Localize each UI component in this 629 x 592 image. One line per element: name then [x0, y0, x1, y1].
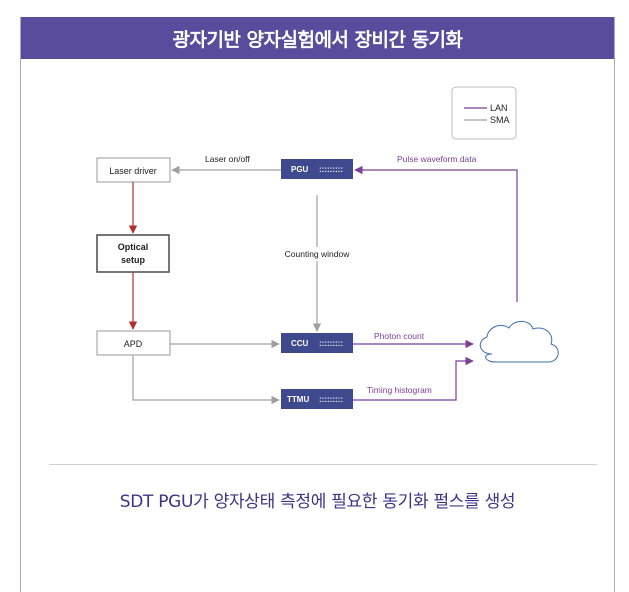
- edge-pulse-waveform: [354, 165, 518, 302]
- legend-sma-label: SMA: [490, 115, 510, 125]
- pgu-device: PGU :::::::::: [281, 159, 353, 179]
- ttmu-device: TTMU :::::::::: [281, 389, 353, 409]
- edge-label-laser-on-off: Laser on/off: [205, 154, 250, 164]
- legend-lan-label: LAN: [490, 103, 508, 113]
- panel: 광자기반 양자실험에서 장비간 동기화 LAN SMA Laser driver: [20, 17, 615, 592]
- optical-setup-node: Optical setup: [96, 234, 170, 273]
- edge-timing-histogram: [353, 356, 474, 401]
- pgu-label: PGU: [291, 165, 309, 174]
- sync-diagram: LAN SMA Laser driver Optical setup APD P…: [96, 86, 559, 409]
- laser-driver-node: Laser driver: [96, 157, 171, 183]
- ccu-device: CCU :::::::::: [281, 333, 353, 353]
- edge-apd-to-ttmu: [132, 355, 280, 405]
- apd-label: APD: [124, 339, 143, 349]
- edge-label-photon-count: Photon count: [374, 331, 425, 341]
- legend: LAN SMA: [451, 86, 517, 140]
- ccu-port-dots: :::::::::: [319, 339, 343, 348]
- caption: SDT PGU가 양자상태 측정에 필요한 동기화 펄스를 생성: [119, 492, 516, 512]
- edge-label-counting-window: Counting window: [285, 249, 351, 259]
- network-cloud-icon: [479, 320, 559, 363]
- edge-label-pulse-waveform: Pulse waveform data: [397, 154, 477, 164]
- pgu-port-dots: :::::::::: [319, 165, 343, 174]
- ccu-label: CCU: [291, 339, 309, 348]
- laser-driver-label: Laser driver: [109, 166, 157, 176]
- optical-setup-label-2: setup: [121, 255, 146, 265]
- optical-setup-label-1: Optical: [118, 242, 149, 252]
- page-title: 광자기반 양자실험에서 장비간 동기화: [21, 17, 614, 59]
- apd-node: APD: [96, 330, 171, 356]
- ttmu-label: TTMU: [287, 395, 309, 404]
- edge-label-timing-histogram: Timing histogram: [367, 385, 432, 395]
- ttmu-port-dots: :::::::::: [319, 395, 343, 404]
- divider: [49, 464, 597, 465]
